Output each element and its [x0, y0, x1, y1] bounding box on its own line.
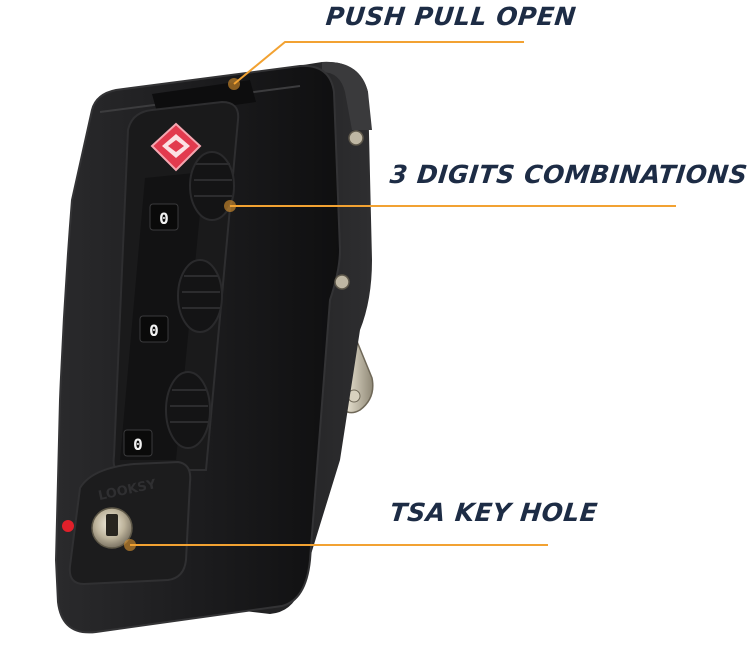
digit-2: 0 [149, 321, 159, 340]
indicator-dot [62, 520, 74, 532]
digit-1: 0 [159, 209, 169, 228]
callout-dot-keyhole [124, 539, 136, 551]
digit-windows: 0 0 0 [123, 203, 179, 457]
tsa-keyhole [91, 507, 133, 549]
dial-wheels [165, 151, 235, 449]
side-screws [334, 130, 364, 290]
callout-line-push-pull [233, 41, 524, 85]
product-image: 0 0 0 LOOKSY [54, 2, 749, 634]
callout-3-digits-combinations: 3 DIGITS COMBINATIONS [388, 160, 749, 189]
digit-3: 0 [133, 435, 143, 454]
callout-tsa-key-hole: TSA KEY HOLE [388, 498, 600, 527]
callout-push-pull-open: PUSH PULL OPEN [324, 2, 578, 31]
callout-dot-push-pull [228, 78, 240, 90]
tsa-lock-illustration: 0 0 0 LOOKSY [54, 41, 676, 634]
callout-dot-digits [224, 200, 236, 212]
callout-lines [124, 41, 676, 551]
tsa-logo-icon [150, 122, 202, 172]
